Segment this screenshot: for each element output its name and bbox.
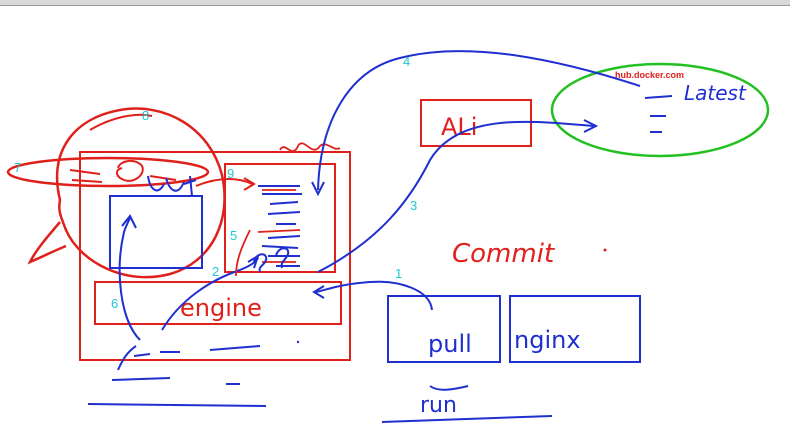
arrow-6-engine-to-container — [118, 217, 141, 341]
arrow-9-head — [243, 177, 256, 191]
step-number-1: 1 — [395, 266, 402, 281]
container-box — [109, 195, 203, 269]
step-number-6: 6 — [111, 296, 118, 311]
pull-label: pull — [428, 330, 472, 358]
arrow-1-pull-to-engine — [315, 280, 433, 311]
whale-fin-top — [89, 113, 153, 131]
run-label: run — [420, 393, 457, 418]
step-number-3: 3 — [410, 198, 417, 213]
run-underline-short — [429, 385, 469, 391]
engine-label: engine — [180, 294, 262, 322]
aliyun-registry-box — [420, 99, 532, 147]
bottom-left-scribbles — [87, 345, 267, 407]
nginx-box — [509, 295, 641, 363]
docker-hub-url: hub.docker.com — [615, 70, 684, 80]
arrow-4-head — [311, 181, 325, 197]
images-panel-scribble — [279, 142, 341, 153]
step-number-2: 2 — [212, 264, 219, 279]
engine-box — [94, 281, 342, 325]
arrow-6-head — [121, 214, 137, 229]
commit-label: Commit — [452, 239, 555, 269]
image-list-red-marks — [257, 189, 301, 263]
aliyun-label: ALi — [441, 113, 477, 141]
step-number-9: 9 — [227, 166, 234, 181]
image-list-lines — [258, 185, 302, 267]
step-number-7: 7 — [14, 160, 21, 175]
question-marks — [253, 247, 290, 273]
images-panel-box — [224, 163, 336, 273]
arrow-3-head — [583, 119, 599, 133]
arrow-2-head — [247, 253, 260, 269]
pull-box — [387, 295, 501, 363]
arrow-4-hub-to-images — [317, 50, 641, 191]
step-number-4: 4 — [403, 54, 410, 69]
container-label-scribble — [147, 175, 197, 197]
nginx-label: nginx — [514, 326, 581, 354]
whale-tail-left — [27, 221, 67, 265]
docker-hub-ellipse — [550, 62, 770, 158]
hub-image-list — [644, 95, 673, 133]
window-title-strip — [0, 0, 790, 6]
whale-eye-ring — [6, 156, 210, 188]
blue-dot-marker — [296, 340, 300, 344]
whale-head-outline — [55, 107, 226, 279]
red-dot-marker — [603, 248, 607, 252]
run-underline — [381, 415, 553, 423]
arrow-5-images-to-engine — [235, 229, 251, 277]
step-number-8: 8 — [142, 108, 149, 123]
whale-eye-scribble — [69, 160, 177, 183]
latest-tag-label: Latest — [684, 81, 747, 105]
step-number-5: 5 — [230, 228, 237, 243]
docker-host-box — [79, 151, 351, 361]
arrow-9-container-to-images — [195, 178, 253, 187]
arrow-3-commit-to-hub — [317, 120, 595, 273]
arrow-1-head — [312, 285, 325, 299]
